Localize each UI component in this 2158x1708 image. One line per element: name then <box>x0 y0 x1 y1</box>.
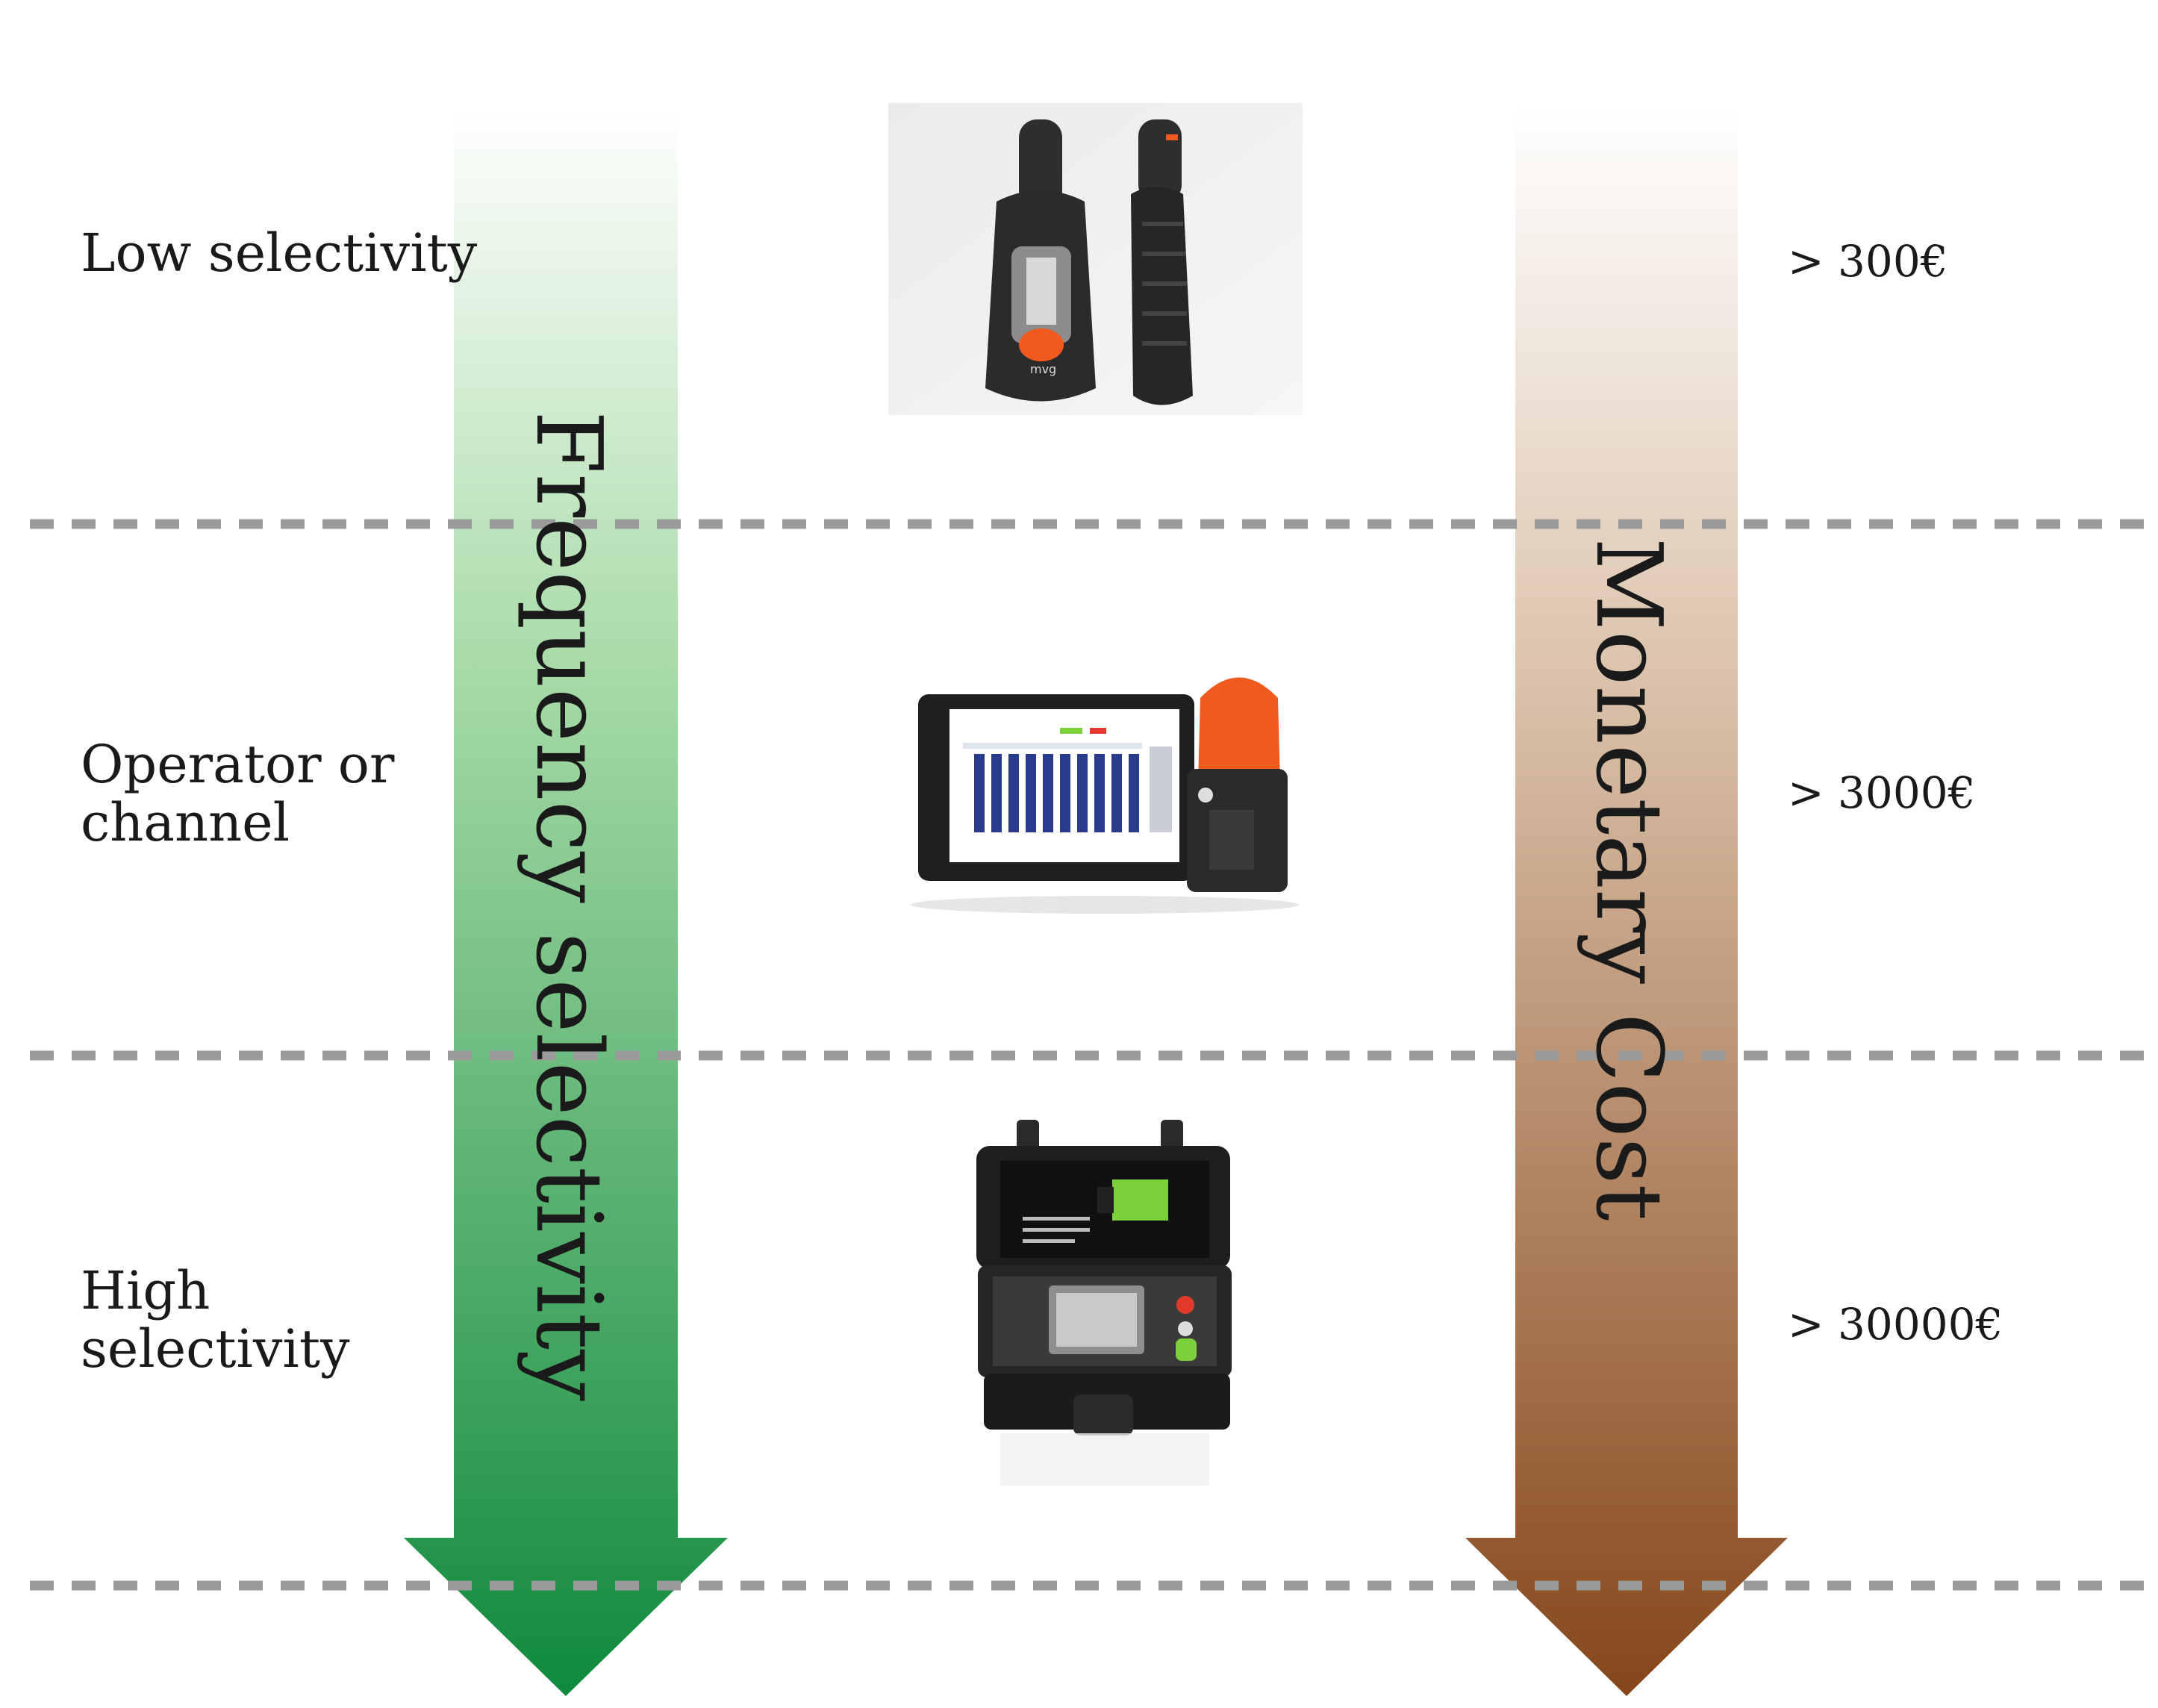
tablet-with-probe-image <box>911 677 1299 914</box>
frequency-selectivity-arrow <box>404 108 728 1696</box>
row-label-high-selectivity: High selectivity <box>81 1260 350 1380</box>
row-label-operator-or-channel: Operator or channel <box>81 734 395 853</box>
svg-text:mvg: mvg <box>1030 362 1056 376</box>
row-label-low-selectivity: Low selectivity <box>81 222 478 284</box>
price-operator: > 3000€ <box>1788 767 1976 818</box>
pocket-exposimeter-image: mvg <box>888 103 1303 415</box>
frequency-selectivity-label: Frequency selectivity <box>516 411 622 1401</box>
row-dividers <box>30 519 2158 1591</box>
price-high: > 30000€ <box>1788 1299 2003 1350</box>
spectrum-analyzer-case-image <box>976 1120 1232 1486</box>
monetary-cost-arrow <box>1465 108 1788 1696</box>
monetary-cost-label: Monetary Cost <box>1576 537 1682 1221</box>
price-low: > 300€ <box>1788 236 1948 287</box>
